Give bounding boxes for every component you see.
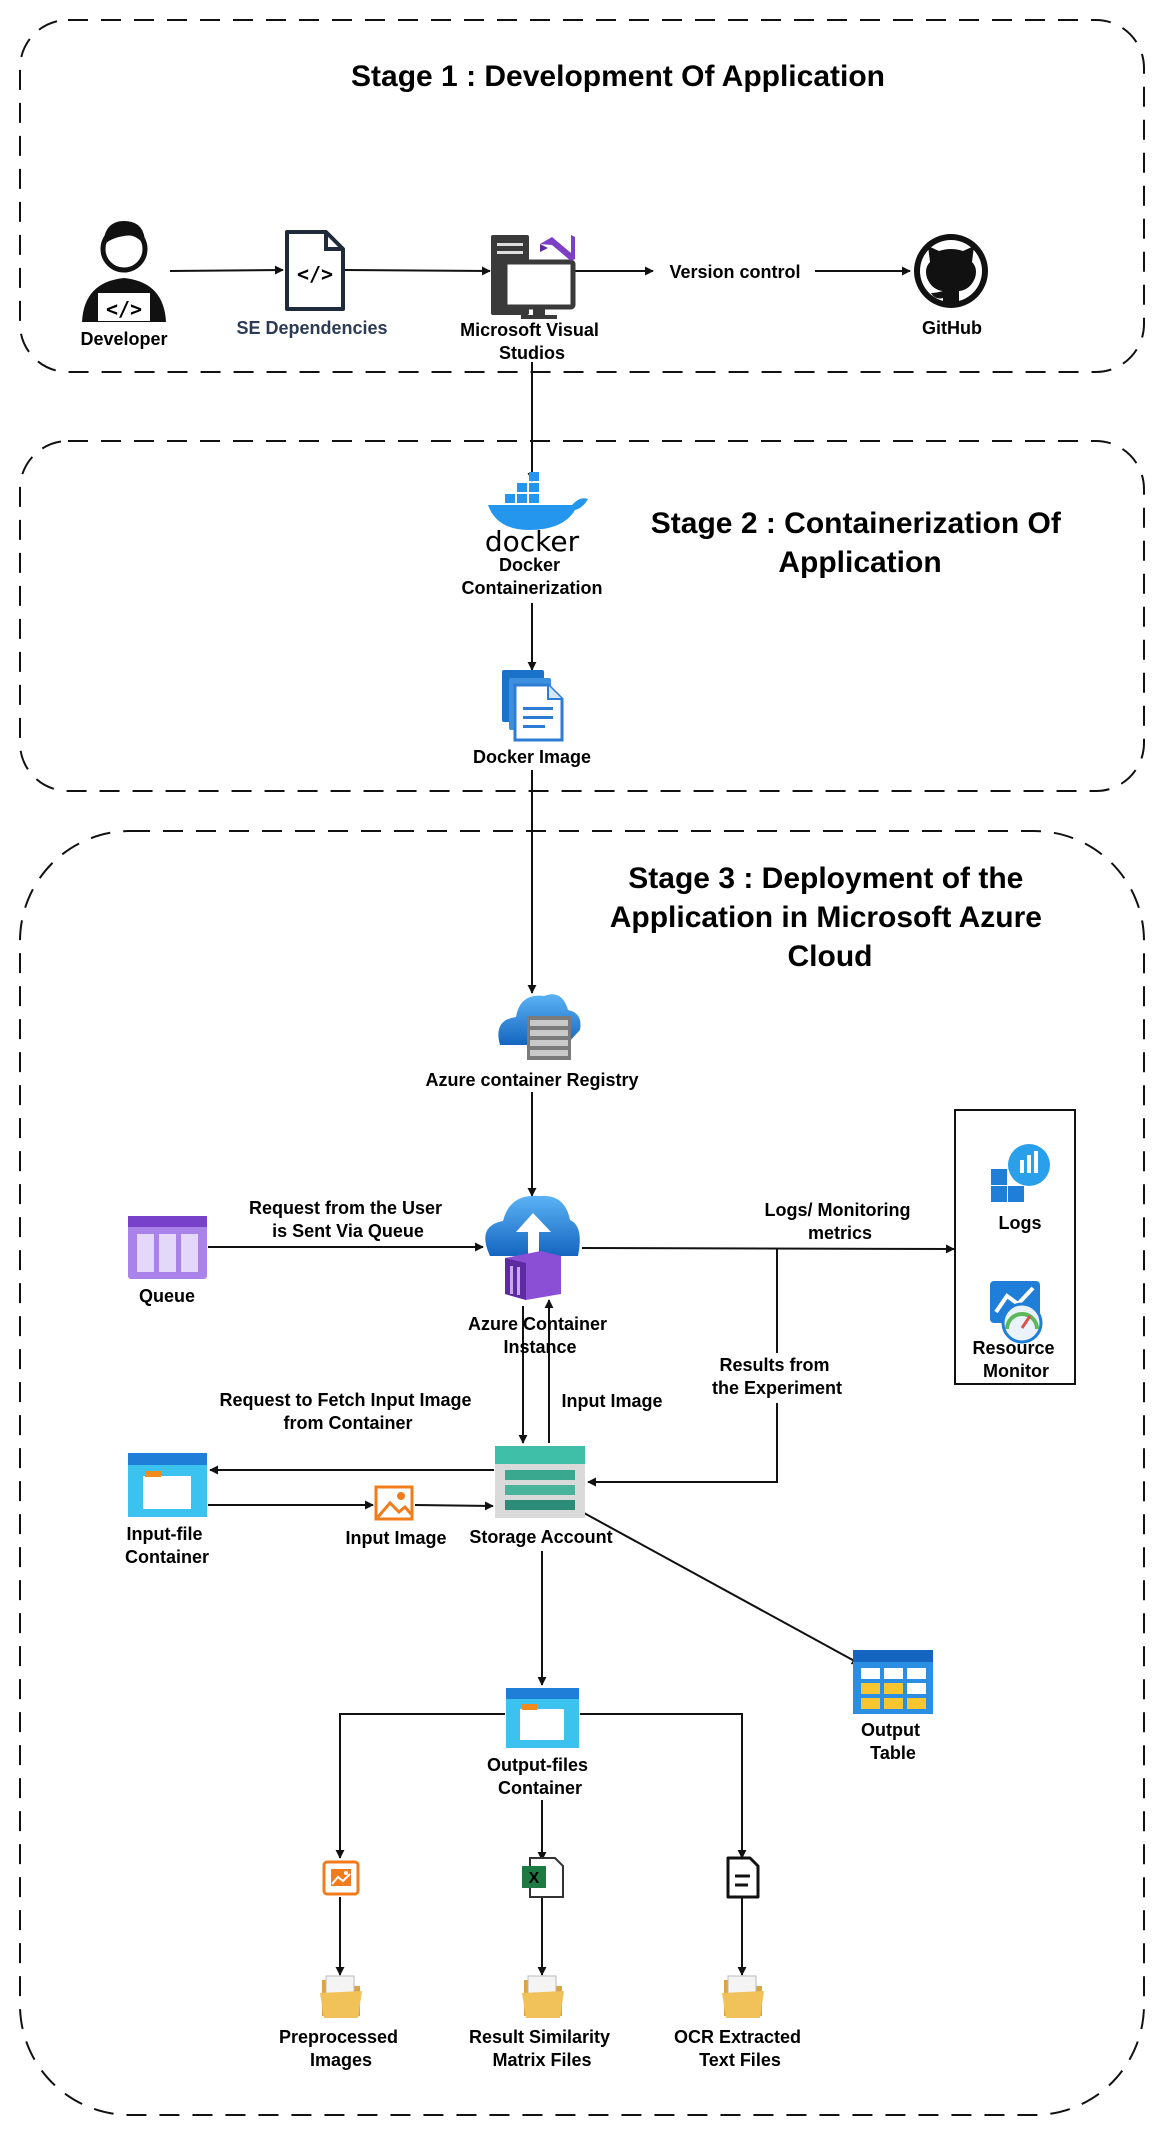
blob-container-icon xyxy=(506,1688,579,1748)
code-file-icon: </> xyxy=(285,230,345,311)
input-image-node: Input Image xyxy=(345,1485,447,1548)
storage-account-label: Storage Account xyxy=(469,1527,612,1547)
svg-text:</>: </> xyxy=(297,262,333,286)
blob-container-icon xyxy=(128,1453,207,1517)
fetch-request-label: Request to Fetch Input Image from Contai… xyxy=(219,1390,476,1433)
logs-icon xyxy=(991,1144,1050,1202)
developer-label: Developer xyxy=(80,329,167,349)
ocr-node: OCR Extracted Text Files xyxy=(674,1975,806,2070)
docker-node: docker Docker Containerization xyxy=(461,472,603,598)
text-file-icon xyxy=(726,1856,760,1899)
preprocessed-label: Preprocessed Images xyxy=(279,2027,403,2070)
preprocessed-node: Preprocessed Images xyxy=(279,1975,403,2070)
image-icon xyxy=(374,1485,414,1521)
logs-label: Logs xyxy=(999,1213,1042,1233)
image-processing-icon xyxy=(322,1860,360,1896)
queue-node: Queue xyxy=(128,1216,207,1306)
visual-studio-icon xyxy=(491,235,576,319)
github-label: GitHub xyxy=(922,318,982,338)
document-copy-icon xyxy=(502,670,564,742)
stage2-frame xyxy=(19,440,1145,792)
docker-wordmark: docker xyxy=(485,525,580,558)
se-dependencies-node: </> SE Dependencies xyxy=(236,230,388,338)
monitoring-panel: Logs Resource Monitor xyxy=(954,1109,1076,1385)
output-container-node: Output-files Container xyxy=(487,1688,593,1798)
svg-text:</>: </> xyxy=(106,297,142,321)
stage1-title: Stage 1 : Development Of Application xyxy=(351,60,885,93)
visual-studio-label: Microsoft Visual Studios xyxy=(460,320,604,363)
folder-icon xyxy=(522,1975,564,2018)
queue-icon xyxy=(128,1216,207,1279)
stage3-title: Stage 3 : Deployment of the Application … xyxy=(610,862,1051,973)
docker-image-node: Docker Image xyxy=(473,670,591,767)
input-image-label: Input Image xyxy=(345,1528,446,1548)
logs-metrics-label: Logs/ Monitoring metrics xyxy=(765,1200,916,1243)
results-label: Results from the Experiment xyxy=(712,1355,842,1398)
visual-studio-node: Microsoft Visual Studios xyxy=(460,235,604,363)
ocr-label: OCR Extracted Text Files xyxy=(674,2027,806,2070)
container-instance-icon xyxy=(485,1195,580,1300)
storage-account-icon xyxy=(495,1446,585,1518)
queue-request-label: Request from the User is Sent Via Queue xyxy=(249,1198,447,1241)
edges xyxy=(169,265,955,1976)
svg-text:X: X xyxy=(529,1870,540,1887)
resource-monitor-icon xyxy=(990,1281,1043,1344)
similarity-node: Result Similarity Matrix Files xyxy=(469,1975,615,2070)
docker-image-label: Docker Image xyxy=(473,747,591,767)
output-table-node: Output Table xyxy=(853,1650,933,1763)
resource-monitor-label: Resource Monitor xyxy=(972,1338,1059,1381)
docker-label: Docker Containerization xyxy=(461,555,602,598)
folder-icon xyxy=(722,1975,764,2018)
stage1-frame xyxy=(19,19,1145,373)
version-control-bg xyxy=(660,256,810,284)
container-registry-icon xyxy=(498,994,581,1060)
input-container-node: Input-file Container xyxy=(125,1453,209,1567)
version-control-label: Version control xyxy=(669,262,800,282)
storage-account-node: Storage Account xyxy=(469,1446,613,1547)
developer-icon: </> xyxy=(82,221,166,322)
stage2-title: Stage 2 : Containerization Of Applicatio… xyxy=(651,507,1069,579)
registry-label: Azure container Registry xyxy=(425,1070,638,1090)
github-node: GitHub xyxy=(914,234,988,338)
output-container-label: Output-files Container xyxy=(487,1755,593,1798)
github-icon xyxy=(914,234,988,308)
developer-node: </> Developer xyxy=(80,221,168,349)
queue-label: Queue xyxy=(139,1286,195,1306)
registry-node: Azure container Registry xyxy=(425,994,639,1090)
excel-file-icon: X xyxy=(522,1857,564,1898)
se-dependencies-label: SE Dependencies xyxy=(236,318,387,338)
results-label-bg xyxy=(705,1353,849,1403)
input-container-label: Input-file Container xyxy=(125,1524,209,1567)
input-image-edge-label: Input Image xyxy=(561,1391,662,1411)
docker-icon: docker xyxy=(485,472,588,558)
table-storage-icon xyxy=(853,1650,933,1714)
similarity-label: Result Similarity Matrix Files xyxy=(469,2027,615,2070)
aci-label: Azure Container Instance xyxy=(468,1314,612,1357)
aci-node: Azure Container Instance xyxy=(468,1195,612,1357)
folder-icon xyxy=(320,1975,362,2018)
output-table-label: Output Table xyxy=(861,1720,925,1763)
